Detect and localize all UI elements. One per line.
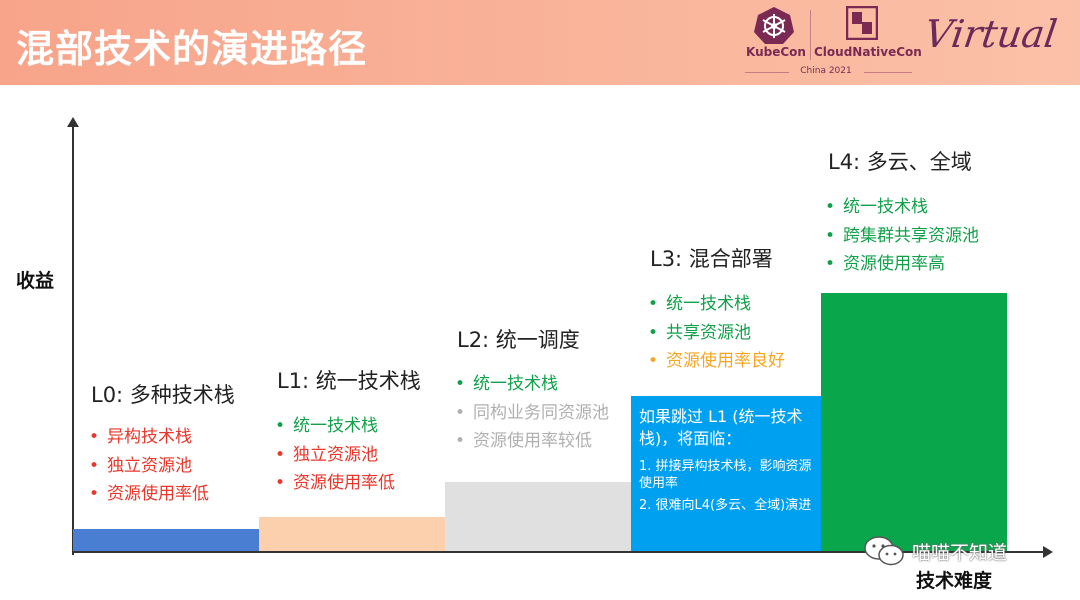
level-bar-l0 xyxy=(73,529,259,551)
level-title-l2: L2: 统一调度 xyxy=(457,328,580,352)
y-axis xyxy=(72,125,74,555)
watermark: 喵喵不知道 xyxy=(862,534,1007,568)
level-list-l1: 统一技术栈 独立资源池 资源使用率低 xyxy=(273,412,395,498)
title-banner: 混部技术的演进路径 KubeCon CloudNativeCon China 2… xyxy=(0,0,1080,85)
list-item: 独立资源池 xyxy=(87,452,209,481)
level-bar-l1 xyxy=(259,517,445,551)
level-title-l0: L0: 多种技术栈 xyxy=(91,383,235,407)
list-item: 跨集群共享资源池 xyxy=(823,222,979,251)
level-list-l3: 统一技术栈 共享资源池 资源使用率良好 xyxy=(646,290,785,376)
list-item: 资源使用率高 xyxy=(823,250,979,279)
china-rule-left xyxy=(745,72,789,73)
x-axis-arrow-icon xyxy=(1043,546,1053,558)
level-list-l2: 统一技术栈 同构业务同资源池 资源使用率较低 xyxy=(453,370,609,456)
list-item: 资源使用率较低 xyxy=(453,427,609,456)
level-title-l3: L3: 混合部署 xyxy=(650,247,773,271)
kubecon-label: KubeCon xyxy=(746,45,806,59)
list-item: 独立资源池 xyxy=(273,441,395,470)
slide-title: 混部技术的演进路径 xyxy=(16,27,368,71)
china-2021-label: China 2021 xyxy=(800,66,852,76)
y-axis-label: 收益 xyxy=(16,270,55,292)
x-axis xyxy=(72,551,1047,553)
level-list-l4: 统一技术栈 跨集群共享资源池 资源使用率高 xyxy=(823,193,979,279)
list-item: 统一技术栈 xyxy=(823,193,979,222)
cloudnativecon-label: CloudNativeCon xyxy=(814,45,922,59)
note-item: 1. 拼接异构技术栈，影响资源使用率 xyxy=(639,459,812,491)
cloudnativecon-logo-icon xyxy=(846,6,878,40)
level-title-l4: L4: 多云、全域 xyxy=(828,150,972,174)
y-axis-arrow-icon xyxy=(67,117,79,127)
watermark-text: 喵喵不知道 xyxy=(912,541,1008,564)
list-item: 资源使用率良好 xyxy=(646,347,785,376)
note-heading: 如果跳过 L1 (统一技术栈)，将面临： xyxy=(639,407,803,448)
list-item: 统一技术栈 xyxy=(273,412,395,441)
level-bar-l3 xyxy=(631,396,821,551)
list-item: 共享资源池 xyxy=(646,319,785,348)
list-item: 统一技术栈 xyxy=(646,290,785,319)
level-title-l1: L1: 统一技术栈 xyxy=(277,369,421,393)
wechat-icon xyxy=(864,536,904,566)
level-bar-l2 xyxy=(445,482,631,551)
note-item: 2. 很难向L4(多云、全域)演进 xyxy=(639,498,812,513)
china-rule-right xyxy=(864,72,912,73)
list-item: 资源使用率低 xyxy=(87,480,209,509)
list-item: 同构业务同资源池 xyxy=(453,399,609,428)
logo-divider xyxy=(810,10,811,60)
note-list: 1. 拼接异构技术栈，影响资源使用率 2. 很难向L4(多云、全域)演进 xyxy=(639,458,813,514)
x-axis-label: 技术难度 xyxy=(916,570,993,592)
list-item: 统一技术栈 xyxy=(453,370,609,399)
list-item: 异构技术栈 xyxy=(87,423,209,452)
kubecon-logo-icon xyxy=(754,7,794,44)
list-item: 资源使用率低 xyxy=(273,469,395,498)
level-bar-l4 xyxy=(821,293,1007,551)
virtual-wordmark: Virtual xyxy=(921,12,1060,56)
level-list-l0: 异构技术栈 独立资源池 资源使用率低 xyxy=(87,423,209,509)
skip-l1-note: 如果跳过 L1 (统一技术栈)，将面临： 1. 拼接异构技术栈，影响资源使用率 … xyxy=(631,398,821,550)
